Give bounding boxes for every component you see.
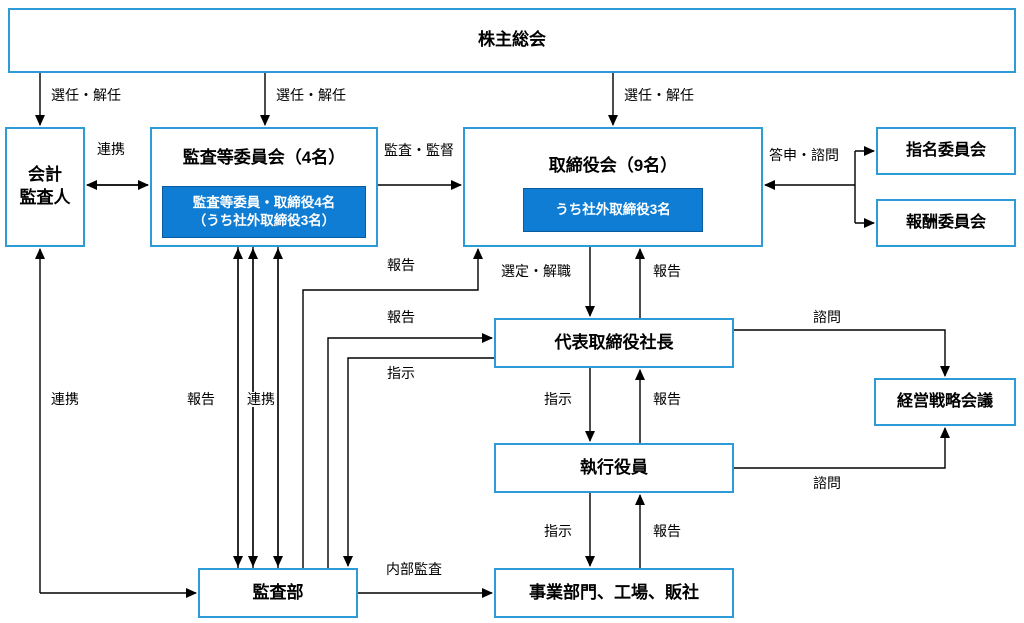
box-nomination-committee: 指名委員会 <box>876 127 1016 175</box>
audit-committee-inner-box: 監査等委員・取締役4名 （うち社外取締役3名） <box>162 186 366 238</box>
label-internal-audit: 内部監査 <box>385 561 443 578</box>
label-select-dismiss: 選定・解職 <box>500 263 572 280</box>
business-divisions-label: 事業部門、工場、販社 <box>529 582 699 602</box>
label-appoint-dismiss-board: 選任・解任 <box>623 87 695 104</box>
label-report-officers-president: 報告 <box>652 391 682 408</box>
audit-department-label: 監査部 <box>252 582 304 602</box>
box-president: 代表取締役社長 <box>494 318 734 368</box>
arrow-instruct-auditdept <box>343 357 494 567</box>
box-audit-department: 監査部 <box>198 568 358 618</box>
label-report-divisions-officers: 報告 <box>652 523 682 540</box>
board-inner-box: うち社外取締役3名 <box>523 188 703 232</box>
board-inner-label: うち社外取締役3名 <box>555 201 671 217</box>
label-report-auditdept-president: 報告 <box>386 309 416 326</box>
audit-committee-inner-line1: 監査等委員・取締役4名 <box>192 194 336 210</box>
arrow-consult-president-strategy <box>734 329 950 377</box>
nomination-committee-label: 指名委員会 <box>905 142 986 160</box>
label-instruction-officers: 指示 <box>543 391 573 408</box>
audit-committee-inner-line2: （うち社外取締役3名） <box>192 213 336 228</box>
box-board-of-directors: 取締役会（9名） うち社外取締役3名 <box>463 127 763 247</box>
label-consultation-president: 諮問 <box>812 309 842 326</box>
president-label: 代表取締役社長 <box>554 332 674 352</box>
label-cooperation-auditor-auditdept: 連携 <box>50 391 80 408</box>
box-accounting-auditor: 会計 監査人 <box>5 127 85 247</box>
label-instruction-divisions: 指示 <box>543 523 573 540</box>
label-report-auditdept-board: 報告 <box>386 257 416 274</box>
accounting-auditor-label-line2: 監査人 <box>19 188 71 207</box>
box-audit-committee: 監査等委員会（4名） 監査等委員・取締役4名 （うち社外取締役3名） <box>150 127 378 247</box>
label-consultation-officers: 諮問 <box>812 475 842 492</box>
strategy-council-label: 経営戦略会議 <box>896 393 993 411</box>
label-appoint-dismiss-auditor: 選任・解任 <box>50 87 122 104</box>
box-strategy-council: 経営戦略会議 <box>874 378 1016 426</box>
box-compensation-committee: 報酬委員会 <box>876 199 1016 247</box>
label-report-auditdept-committee: 報告 <box>186 391 216 408</box>
label-report-president-board: 報告 <box>652 263 682 280</box>
label-audit-supervision: 監査・監督 <box>383 142 455 159</box>
compensation-committee-label: 報酬委員会 <box>905 214 986 232</box>
executive-officers-label: 執行役員 <box>580 457 648 477</box>
arrow-report-auditdept-board <box>302 248 483 568</box>
box-shareholders-meeting: 株主総会 <box>8 8 1016 73</box>
box-executive-officers: 執行役員 <box>494 443 734 493</box>
label-appoint-dismiss-committee: 選任・解任 <box>275 87 347 104</box>
audit-committee-title: 監査等委員会（4名） <box>182 148 346 167</box>
board-title: 取締役会（9名） <box>548 156 678 175</box>
label-instruction-auditdept: 指示 <box>386 365 416 382</box>
shareholders-label: 株主総会 <box>478 30 546 50</box>
accounting-auditor-label-line1: 会計 <box>28 165 62 185</box>
arrow-consult-officers-strategy <box>734 427 950 469</box>
label-cooperation-auditdept-committee: 連携 <box>246 391 276 408</box>
label-cooperation-auditor-committee: 連携 <box>96 141 126 158</box>
arrow-report-auditdept-president <box>327 333 493 568</box>
box-business-divisions: 事業部門、工場、販社 <box>494 568 734 618</box>
label-report-consultation: 答申・諮問 <box>768 147 840 164</box>
